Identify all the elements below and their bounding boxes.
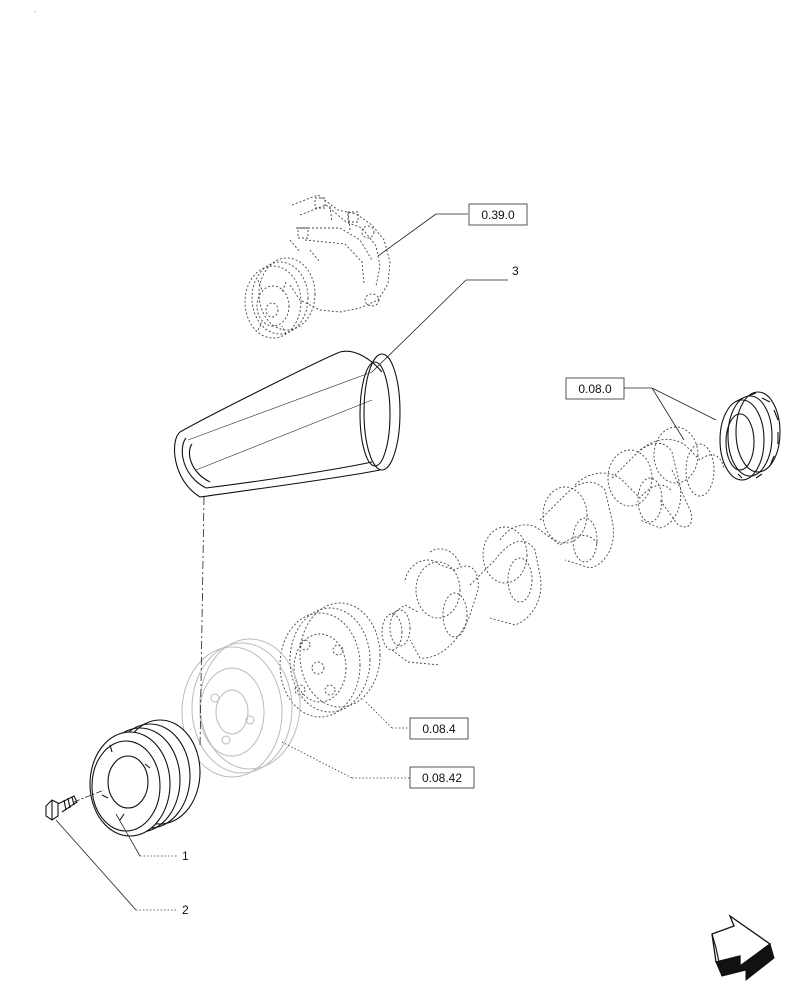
pulley-screw bbox=[45, 795, 78, 821]
assembly-axis-lines bbox=[73, 496, 205, 803]
ref-box-crankshaft[interactable]: 0.08.0 bbox=[565, 377, 625, 400]
arrow-right-icon[interactable] bbox=[711, 914, 775, 982]
leader-pulley bbox=[115, 813, 141, 857]
ref-box-hub[interactable]: 0.08.42 bbox=[409, 766, 475, 789]
page-marker: - bbox=[34, 7, 37, 16]
ref-label-damper: 0.08.4 bbox=[422, 722, 456, 736]
crankshaft-gear bbox=[719, 391, 781, 481]
leader-compressor bbox=[377, 213, 437, 257]
vibration-damper bbox=[279, 602, 381, 718]
callout-pulley: 1 bbox=[182, 849, 189, 863]
ref-label-compressor: 0.39.0 bbox=[481, 208, 515, 222]
pulley-hub bbox=[181, 638, 301, 778]
callout-screw: 2 bbox=[182, 903, 189, 917]
crankshaft-pulley bbox=[89, 719, 201, 837]
leader-damper bbox=[365, 701, 393, 729]
drive-belt bbox=[174, 350, 401, 498]
callout-belt: 3 bbox=[512, 264, 519, 278]
ac-compressor bbox=[244, 194, 391, 339]
ref-box-damper[interactable]: 0.08.4 bbox=[409, 717, 469, 740]
crankshaft bbox=[381, 426, 725, 666]
leader-belt bbox=[371, 279, 467, 373]
leader-screw bbox=[55, 819, 137, 911]
leader-hub bbox=[281, 741, 353, 779]
ref-label-crankshaft: 0.08.0 bbox=[578, 382, 612, 396]
ref-label-hub: 0.08.42 bbox=[422, 771, 462, 785]
ref-box-compressor[interactable]: 0.39.0 bbox=[468, 203, 528, 226]
